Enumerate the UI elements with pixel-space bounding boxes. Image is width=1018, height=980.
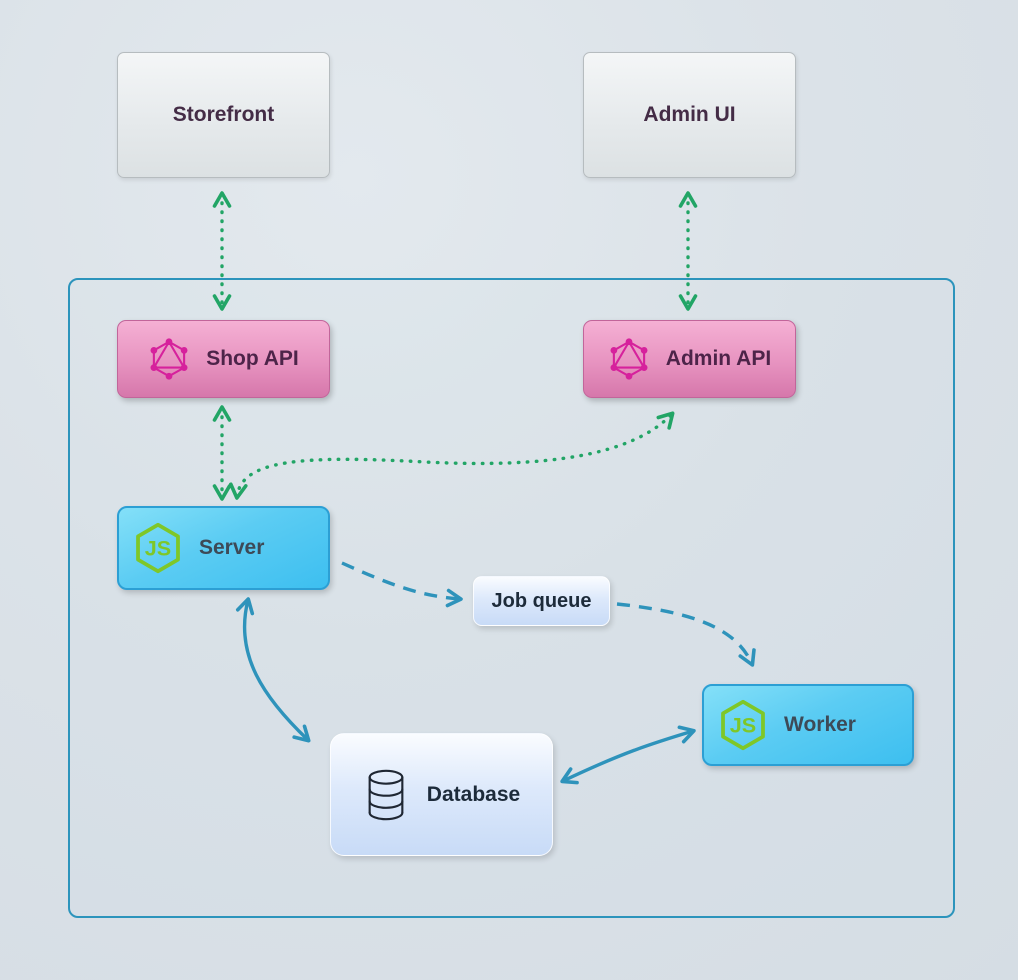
node-job-queue: Job queue xyxy=(473,576,610,626)
admin-ui-label: Admin UI xyxy=(643,103,736,126)
svg-text:JS: JS xyxy=(145,536,171,561)
database-label: Database xyxy=(426,782,521,806)
svg-text:JS: JS xyxy=(730,713,756,738)
admin-api-label: Admin API xyxy=(665,347,772,370)
node-admin-api: Admin API xyxy=(583,320,796,398)
graphql-icon xyxy=(610,338,648,380)
database-icon xyxy=(368,769,404,820)
node-database: Database xyxy=(330,733,553,856)
nodejs-icon: JS xyxy=(721,699,765,751)
server-label: Server xyxy=(199,536,265,559)
node-worker: JS Worker xyxy=(702,684,914,766)
node-admin-ui: Admin UI xyxy=(583,52,796,178)
worker-label: Worker xyxy=(784,713,856,736)
node-shop-api: Shop API xyxy=(117,320,330,398)
node-server: JS Server xyxy=(117,506,330,590)
storefront-label: Storefront xyxy=(172,103,275,126)
graphql-icon xyxy=(150,338,188,380)
shop-api-label: Shop API xyxy=(206,347,299,370)
node-storefront: Storefront xyxy=(117,52,330,178)
job-queue-label: Job queue xyxy=(491,589,592,612)
nodejs-icon: JS xyxy=(136,522,180,574)
